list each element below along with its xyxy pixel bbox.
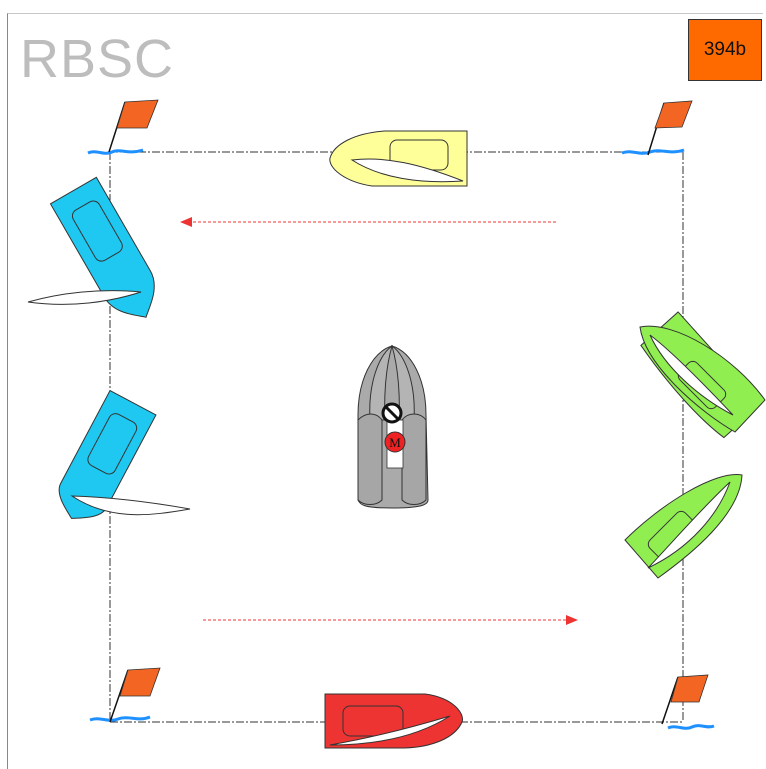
boat-green-lower bbox=[624, 474, 743, 579]
mark-flag-top-right bbox=[621, 100, 693, 156]
boat-green-upper bbox=[639, 311, 766, 439]
boat-yellow bbox=[329, 130, 468, 187]
club-logo: RBSC bbox=[20, 29, 175, 89]
mark-flag-bottom-left bbox=[89, 667, 161, 723]
m-flag-icon bbox=[384, 431, 406, 453]
boat-red bbox=[324, 693, 463, 749]
diagram-frame bbox=[7, 13, 763, 769]
boat-blue-lower bbox=[58, 389, 191, 519]
boat-blue-upper bbox=[27, 176, 155, 318]
mark-flag-top-left bbox=[87, 99, 159, 155]
mark-flag-bottom-right bbox=[661, 674, 715, 730]
committee-boat-label: M bbox=[389, 435, 401, 450]
diagram-number-badge: 394b bbox=[688, 19, 762, 81]
committee-boat: M bbox=[357, 344, 429, 509]
